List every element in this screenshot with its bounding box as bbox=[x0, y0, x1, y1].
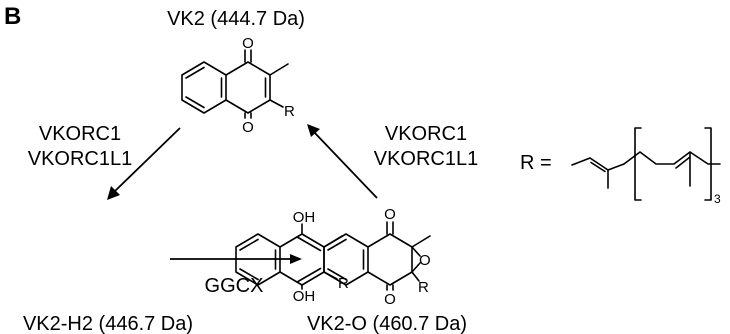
vk2-atom-o-bottom: O bbox=[242, 119, 254, 136]
side-chain-prefix: R = bbox=[520, 152, 552, 174]
vk2-molecule: VK2 (444.7 Da) O O R bbox=[167, 8, 305, 136]
vk2-h2-label: VK2-H2 (446.7 Da) bbox=[23, 313, 193, 334]
vk2-o-atom-r: R bbox=[418, 279, 429, 296]
vk2-r-bond bbox=[269, 99, 284, 108]
vk2-o-atom-o-epoxide: O bbox=[419, 252, 431, 269]
side-chain-repeat-unit bbox=[623, 151, 721, 165]
enzyme-label-left-2: VKORC1L1 bbox=[28, 148, 133, 170]
vk2-o-molecule: O O O R VK2-O (460.7 Da) bbox=[307, 206, 467, 334]
side-chain-isoprene-unit bbox=[571, 157, 625, 171]
vk2-o-carbonyl-top bbox=[386, 221, 394, 235]
vk2-o-benzene-inner-bonds bbox=[327, 238, 365, 281]
vk2-o-r-bond bbox=[411, 271, 420, 282]
vk2-h2-atom-oh-bottom: OH bbox=[293, 288, 316, 305]
panel-label: B bbox=[4, 3, 21, 30]
vk2-carbonyl-top bbox=[244, 49, 252, 63]
vk2-o-carbonyl-bottom bbox=[386, 284, 394, 291]
vk2-label: VK2 (444.7 Da) bbox=[167, 8, 305, 30]
vk2-h2-atom-oh-top: OH bbox=[293, 209, 316, 226]
vk2-o-atom-o-top: O bbox=[384, 206, 396, 223]
vk2-o-quinone-ring bbox=[367, 233, 413, 286]
side-chain-repeat-subscript: 3 bbox=[714, 192, 721, 206]
vk2-o-label: VK2-O (460.7 Da) bbox=[307, 313, 467, 334]
arrow-vk2-to-vk2-h2 bbox=[107, 127, 181, 200]
vk2-h2-ring-double-bonds bbox=[297, 236, 322, 283]
vk2-h2-molecule: OH OH R VK2-H2 (446.7 Da) bbox=[23, 209, 349, 334]
enzyme-label-right-1: VKORC1 bbox=[385, 123, 467, 145]
arrow-vk2-o-to-vk2 bbox=[307, 124, 378, 199]
vk2-o-methyl-bond bbox=[411, 235, 431, 248]
vk2-benzene-ring bbox=[181, 61, 227, 114]
vk2-quinone-ring bbox=[225, 61, 271, 114]
side-chain-definition: R = 3 bbox=[520, 127, 721, 206]
vk2-methyl-bond bbox=[269, 63, 289, 76]
side-chain-left-bracket bbox=[634, 127, 642, 201]
side-chain-repeat-double-bond bbox=[675, 156, 691, 169]
enzyme-label-bottom: GGCX bbox=[205, 275, 264, 297]
arrow-vk2-h2-to-vk2-o bbox=[170, 254, 302, 264]
vk2-carbonyl-bottom bbox=[244, 112, 252, 119]
vk2-atom-r: R bbox=[284, 103, 295, 120]
vk2-atom-o-top: O bbox=[242, 35, 254, 52]
vk2-benzene-inner-bonds bbox=[185, 66, 223, 109]
side-chain-first-double-bond bbox=[590, 161, 606, 173]
vk2-o-epoxide-bonds bbox=[411, 246, 421, 273]
enzyme-label-left-1: VKORC1 bbox=[39, 123, 121, 145]
vk2-o-atom-o-bottom: O bbox=[384, 291, 396, 308]
side-chain-right-bracket bbox=[704, 127, 712, 201]
enzyme-label-right-2: VKORC1L1 bbox=[374, 148, 479, 170]
